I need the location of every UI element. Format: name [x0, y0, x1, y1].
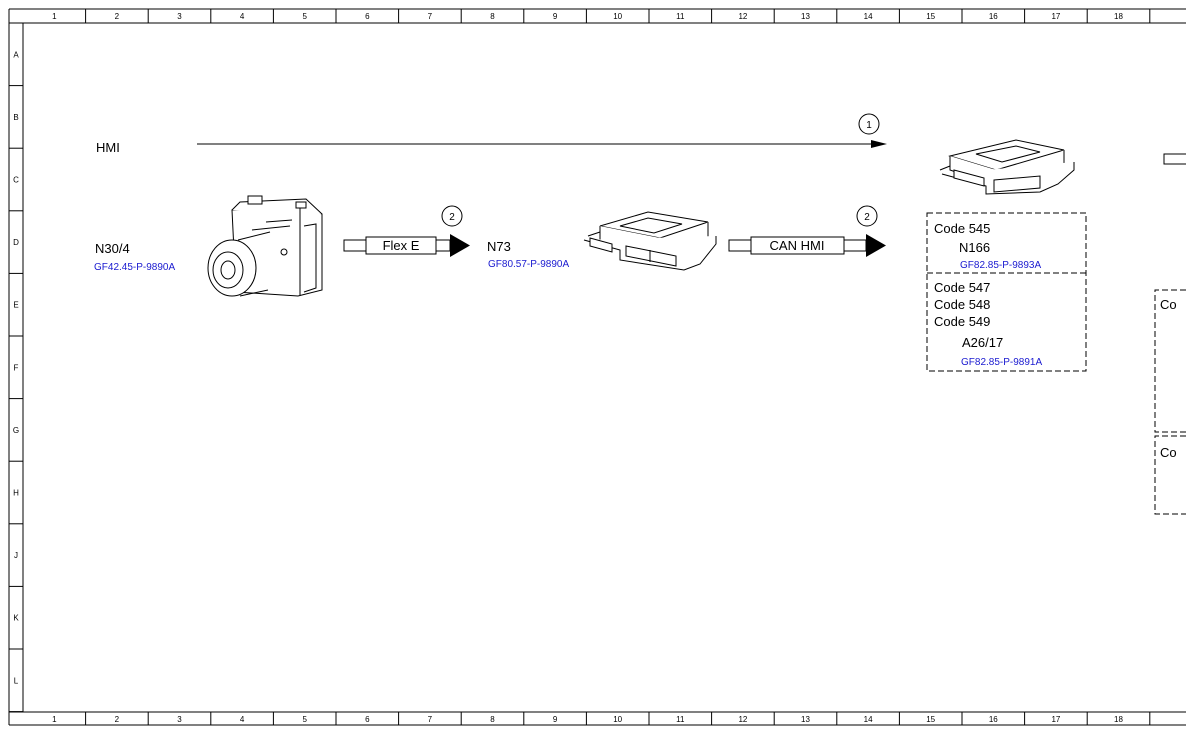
- a26-17-reference-link[interactable]: GF82.85-P-9891A: [961, 357, 1042, 368]
- ruler-top-column-13: 13: [801, 12, 810, 21]
- ruler-bottom-column-3: 3: [177, 715, 182, 724]
- ruler-bottom-column-6: 6: [365, 715, 370, 724]
- ruler-left-row-J: J: [14, 551, 18, 560]
- a26-17-label: A26/17: [962, 335, 1003, 350]
- ruler-top-column-16: 16: [989, 12, 998, 21]
- hmi-marker-number: 1: [866, 120, 872, 131]
- n30-label: N30/4: [95, 241, 130, 256]
- ruler-left-row-C: C: [13, 176, 19, 185]
- ruler-top-column-10: 10: [613, 12, 622, 21]
- can-hmi-arrowhead: [866, 234, 886, 257]
- ruler-left-row-D: D: [13, 238, 19, 247]
- ruler-left-row-F: F: [14, 363, 19, 372]
- partial-box-2-text: Co: [1160, 445, 1177, 460]
- n73-label: N73: [487, 239, 511, 254]
- flex-e-connection: Flex E 2: [343, 205, 470, 257]
- ruler-bottom-column-1: 1: [52, 715, 57, 724]
- group2-code-2: Code 548: [934, 297, 990, 312]
- hmi-marker-circle: [858, 113, 880, 135]
- n73-reference-link[interactable]: GF80.57-P-9890A: [488, 259, 569, 270]
- ruler-top-column-7: 7: [428, 12, 433, 21]
- ruler-bottom-column-15: 15: [926, 715, 935, 724]
- can-hmi-marker-number: 2: [864, 212, 870, 223]
- partial-box-1: [1154, 289, 1186, 433]
- ruler-left-row-G: G: [13, 426, 19, 435]
- ruler-bottom-column-16: 16: [989, 715, 998, 724]
- flex-e-arrowhead: [450, 234, 470, 257]
- ruler-left: A B C D E F G H J K L: [9, 50, 23, 713]
- ruler-bottom-column-13: 13: [801, 715, 810, 724]
- flex-e-label: Flex E: [383, 238, 420, 253]
- flex-e-marker-circle: [441, 205, 463, 227]
- drawing-frame: [8, 8, 1186, 726]
- ruler-left-row-A: A: [13, 50, 19, 59]
- ruler-left-row-K: K: [13, 614, 19, 623]
- hmi-connection: HMI 1: [96, 113, 887, 155]
- variant-group: Code 545 N166 GF82.85-P-9893A Code 547 C…: [926, 212, 1087, 372]
- target-control-unit-drawing: [939, 139, 1075, 195]
- ruler-top-column-6: 6: [365, 12, 370, 21]
- ruler-bottom-column-7: 7: [428, 715, 433, 724]
- group2-code-1: Code 547: [934, 280, 990, 295]
- n166-reference-link[interactable]: GF82.85-P-9893A: [960, 260, 1041, 271]
- ruler-top-column-12: 12: [738, 12, 747, 21]
- ruler-top-column-9: 9: [553, 12, 558, 21]
- ruler-bottom-column-9: 9: [553, 715, 558, 724]
- ruler-left-row-L: L: [14, 676, 19, 685]
- abs-pump-unit-drawing: [207, 195, 323, 297]
- can-hmi-label: CAN HMI: [770, 238, 825, 253]
- partial-connector: [1163, 153, 1186, 165]
- ruler-bottom-column-18: 18: [1114, 715, 1123, 724]
- ruler-left-row-H: H: [13, 489, 19, 498]
- ruler-bottom-column-2: 2: [115, 715, 120, 724]
- can-hmi-marker-circle: [856, 205, 878, 227]
- ruler-top-column-3: 3: [177, 12, 182, 21]
- ruler-left-row-B: B: [13, 113, 18, 122]
- ruler-top-column-15: 15: [926, 12, 935, 21]
- ruler-bottom-column-4: 4: [240, 715, 245, 724]
- n73-control-unit-drawing: [583, 211, 717, 271]
- hmi-arrowhead: [871, 140, 887, 148]
- can-hmi-connection: CAN HMI 2: [728, 205, 886, 257]
- ruler-left-row-E: E: [13, 301, 18, 310]
- ruler-top-column-4: 4: [240, 12, 245, 21]
- ruler-top-column-2: 2: [115, 12, 120, 21]
- ruler-bottom-column-14: 14: [864, 715, 873, 724]
- ruler-top-column-1: 1: [52, 12, 57, 21]
- ruler-bottom-column-10: 10: [613, 715, 622, 724]
- n30-reference-link[interactable]: GF42.45-P-9890A: [94, 262, 175, 273]
- ruler-top-column-11: 11: [676, 12, 685, 21]
- ruler-bottom-column-12: 12: [738, 715, 747, 724]
- ruler-bottom-column-11: 11: [676, 715, 685, 724]
- ruler-bottom-column-8: 8: [490, 715, 495, 724]
- group2-code-3: Code 549: [934, 314, 990, 329]
- ruler-bottom-column-5: 5: [302, 715, 307, 724]
- ruler-bottom-column-17: 17: [1051, 715, 1060, 724]
- n166-label: N166: [959, 240, 990, 255]
- group1-code: Code 545: [934, 221, 990, 236]
- n73-component: N73 GF80.57-P-9890A: [487, 211, 717, 271]
- hmi-label: HMI: [96, 140, 120, 155]
- n30-component: N30/4 GF42.45-P-9890A: [94, 195, 323, 297]
- ruler-top-column-8: 8: [490, 12, 495, 21]
- ruler-top-column-17: 17: [1051, 12, 1060, 21]
- ruler-top-column-5: 5: [302, 12, 307, 21]
- ruler-top-column-14: 14: [864, 12, 873, 21]
- partial-box-1-text: Co: [1160, 297, 1177, 312]
- ruler-top-column-18: 18: [1114, 12, 1123, 21]
- flex-e-marker-number: 2: [449, 212, 455, 223]
- right-edge-partial: Co Co: [1154, 153, 1186, 515]
